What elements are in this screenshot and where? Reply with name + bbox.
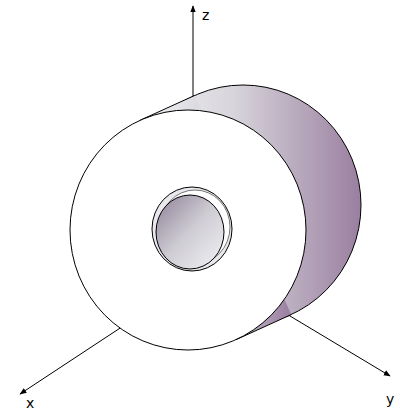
axis-label: x	[26, 396, 34, 410]
axis-label: y	[386, 392, 394, 406]
axis-label: z	[202, 8, 209, 22]
hole-lip	[152, 187, 232, 271]
front-face	[70, 110, 306, 350]
bore	[156, 195, 224, 269]
